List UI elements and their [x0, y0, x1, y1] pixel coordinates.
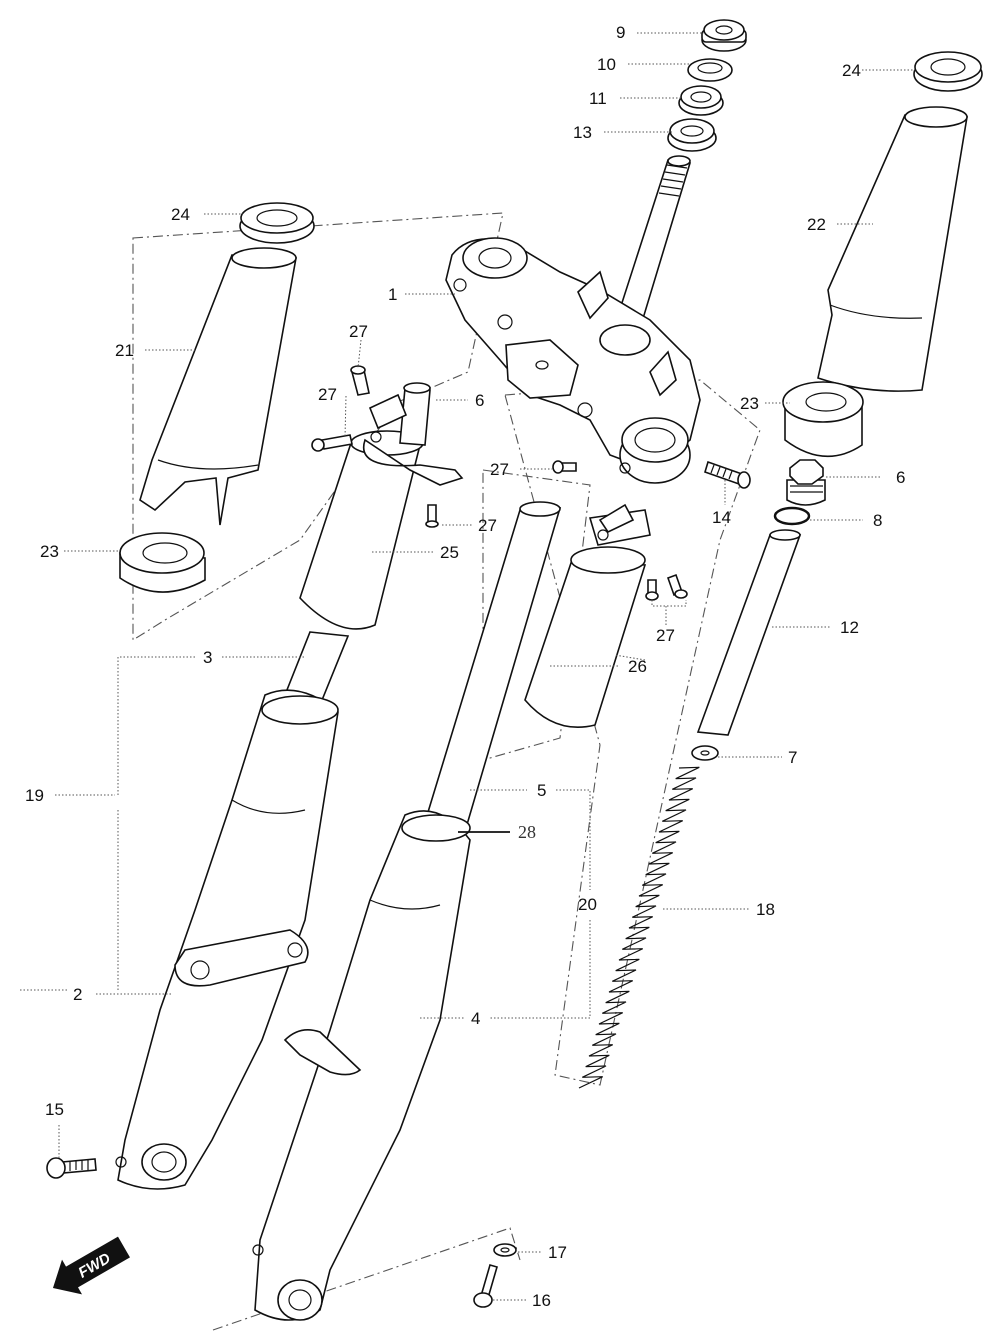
callout-22: 22 [807, 215, 826, 234]
callout-16: 16 [532, 1291, 551, 1310]
callout-5: 5 [537, 781, 546, 800]
leader-lines [20, 32, 915, 1301]
part-4-right-outer-slider [252, 810, 471, 1321]
part-6-right-fork-cap [786, 459, 826, 506]
part-26-right-upper-bracket [524, 503, 651, 728]
callout-6-left: 6 [475, 391, 484, 410]
callout-7: 7 [788, 748, 797, 767]
part-24-right-dust-seal [913, 51, 983, 92]
callout-17: 17 [548, 1243, 567, 1262]
callout-24-left: 24 [171, 205, 190, 224]
callout-11: 11 [589, 89, 607, 108]
callout-26: 26 [628, 657, 647, 676]
callout-28: 28 [518, 822, 536, 842]
part-13-bearing-race [667, 118, 717, 152]
callout-27-mid: 27 [478, 516, 497, 535]
callout-2: 2 [73, 985, 82, 1004]
callout-19: 19 [25, 786, 44, 805]
part-17-washer [493, 1243, 517, 1257]
callout-12: 12 [840, 618, 859, 637]
callout-27-top: 27 [349, 322, 368, 341]
part-16-bolt [473, 1264, 498, 1308]
callout-6-right: 6 [896, 468, 905, 487]
callout-27-right: 27 [656, 626, 675, 645]
part-10-lock-washer [687, 58, 733, 82]
part-14-clamp-bolt [704, 460, 751, 489]
callout-18: 18 [756, 900, 775, 919]
callout-27-left: 27 [318, 385, 337, 404]
callout-27-center: 27 [490, 460, 509, 479]
part-24-left-dust-seal [239, 202, 315, 244]
callout-1: 1 [388, 285, 397, 304]
part-1-steering-stem-bridge [445, 155, 701, 484]
part-23-right-rubber-ring [782, 381, 864, 458]
part-18-fork-spring [578, 766, 700, 1089]
part-25-left-upper-bracket [299, 382, 464, 630]
callout-23-right: 23 [740, 394, 759, 413]
callout-9: 9 [616, 23, 625, 42]
callout-8: 8 [873, 511, 882, 530]
part-8-o-ring [773, 506, 811, 526]
callout-15: 15 [45, 1100, 64, 1119]
callout-21: 21 [115, 341, 134, 360]
callout-25: 25 [440, 543, 459, 562]
callout-23-left: 23 [40, 542, 59, 561]
part-2-left-outer-slider [115, 689, 339, 1190]
callout-24-right: 24 [842, 61, 861, 80]
callout-labels: 9 10 11 13 1 24 21 27 27 6 27 25 27 14 2… [25, 23, 905, 1310]
callout-4: 4 [471, 1009, 480, 1028]
part-23-left-rubber-ring [119, 532, 206, 593]
part-27-small-bolts [311, 365, 688, 601]
callout-14: 14 [712, 508, 731, 527]
part-7-washer [691, 745, 719, 761]
callout-13: 13 [573, 123, 592, 142]
part-9-steering-top-nut [701, 19, 747, 52]
part-21-left-fork-cover [139, 247, 297, 526]
part-12-spacer-tube [696, 529, 802, 736]
callout-20: 20 [578, 895, 597, 914]
callout-3: 3 [203, 648, 212, 667]
callout-10: 10 [597, 55, 616, 74]
part-11-bearing [678, 85, 724, 116]
part-15-axle-bolt [46, 1157, 97, 1179]
part-22-right-fork-cover [817, 106, 968, 392]
fwd-arrow-icon: FWD [52, 1236, 130, 1295]
